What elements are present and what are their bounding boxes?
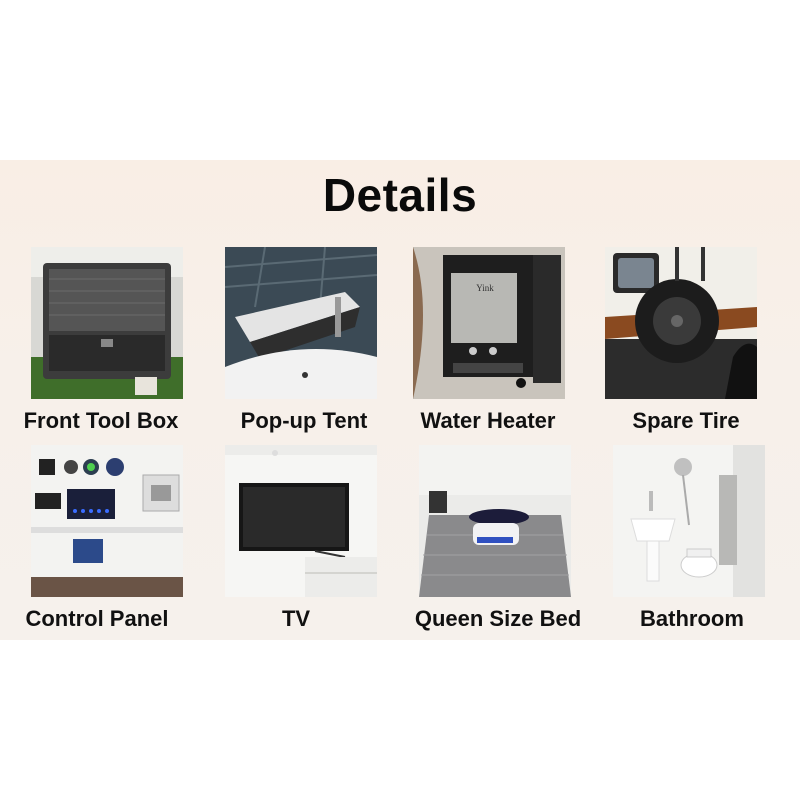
control-panel-label: Control Panel (25, 606, 169, 631)
front-tool-box-photo (31, 247, 183, 399)
pop-up-tent-photo (225, 247, 377, 399)
bathroom-photo (613, 445, 765, 597)
tv-label: TV (281, 606, 311, 631)
queen-size-bed-photo (419, 445, 571, 597)
bathroom-label: Bathroom (640, 606, 744, 631)
queen-size-bed-label: Queen Size Bed (414, 606, 582, 631)
spare-tire-label: Spare Tire (632, 408, 740, 433)
front-tool-box-label: Front Tool Box (23, 408, 179, 433)
heater-brand-text: Yink (476, 283, 494, 293)
water-heater-photo: Yink (413, 247, 565, 399)
spare-tire-photo (605, 247, 757, 399)
page-title: Details (322, 169, 478, 221)
control-panel-photo (31, 445, 183, 597)
pop-up-tent-label: Pop-up Tent (240, 408, 368, 433)
water-heater-label: Water Heater (420, 408, 556, 433)
tv-photo (225, 445, 377, 597)
